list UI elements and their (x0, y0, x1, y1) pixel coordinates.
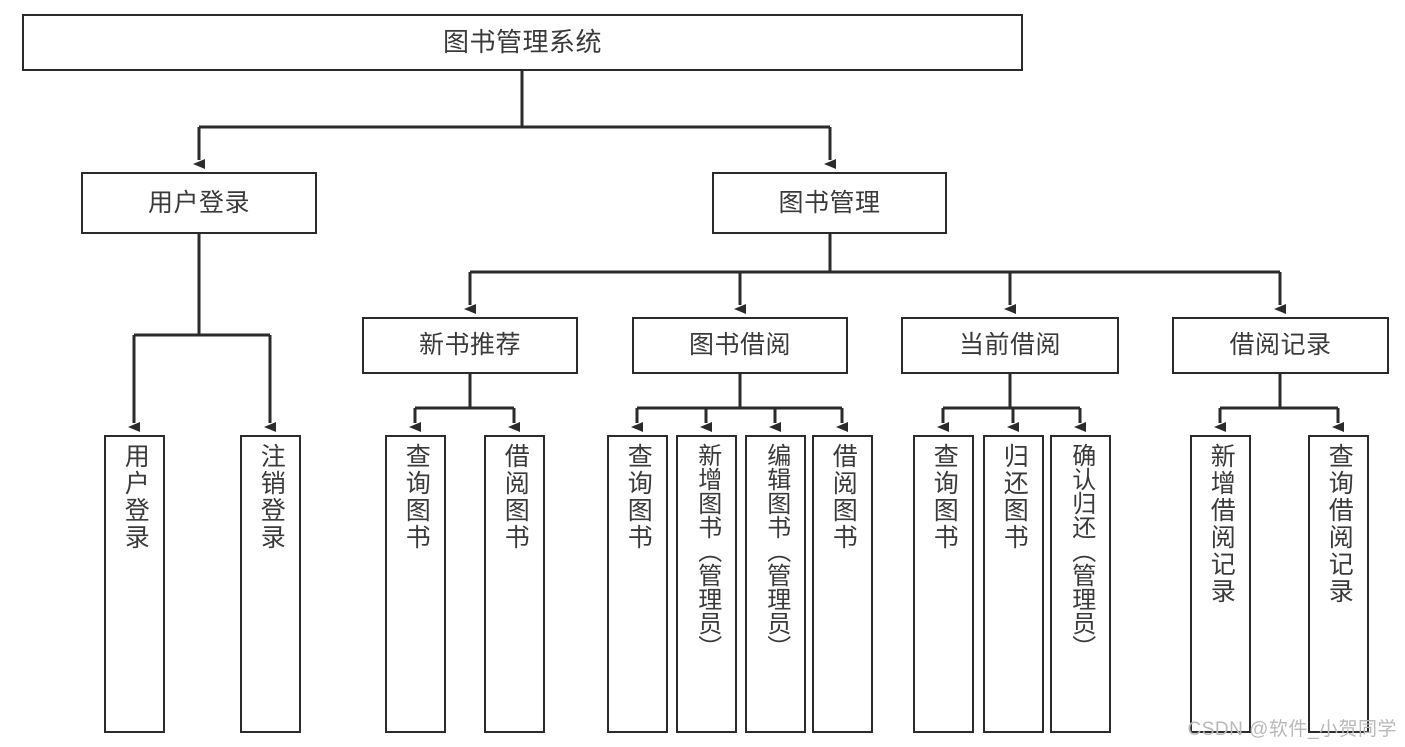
node-leaf-borrow-book-rec[interactable]: 借阅图书 (484, 435, 545, 733)
node-new-book-rec-label: 新书推荐 (418, 331, 521, 359)
node-book-manage-label: 图书管理 (778, 188, 881, 217)
node-leaf-borrow-book-rec-label: 借阅图书 (501, 443, 530, 551)
node-leaf-query-borrow-record-label: 查询借阅记录 (1325, 443, 1354, 605)
node-leaf-query-borrow-record[interactable]: 查询借阅记录 (1308, 435, 1369, 733)
node-leaf-query-book-rec-label: 查询图书 (402, 443, 431, 551)
node-user-login-label: 用户登录 (147, 188, 250, 217)
node-borrow-record[interactable]: 借阅记录 (1172, 317, 1389, 374)
node-leaf-confirm-return-admin[interactable]: 确认归还（管理员） (1050, 435, 1111, 733)
node-leaf-add-book-admin-label: 新增图书（管理员） (693, 443, 721, 659)
node-root[interactable]: 图书管理系统 (22, 14, 1023, 71)
node-leaf-return-book-label: 归还图书 (1000, 443, 1029, 551)
node-current-borrow-label: 当前借阅 (958, 331, 1061, 359)
node-user-login[interactable]: 用户登录 (81, 172, 317, 234)
node-leaf-query-book-rec[interactable]: 查询图书 (385, 435, 446, 733)
node-leaf-borrow-book[interactable]: 借阅图书 (812, 435, 873, 733)
node-leaf-query-book[interactable]: 查询图书 (607, 435, 668, 733)
node-leaf-edit-book-admin[interactable]: 编辑图书（管理员） (745, 435, 806, 733)
node-leaf-user-login-label: 用户登录 (121, 443, 150, 551)
node-leaf-query-book-cur-label: 查询图书 (930, 443, 959, 551)
node-new-book-rec[interactable]: 新书推荐 (362, 317, 578, 374)
node-leaf-query-book-label: 查询图书 (624, 443, 653, 551)
node-book-borrow[interactable]: 图书借阅 (632, 317, 848, 374)
node-leaf-logout-login[interactable]: 注销登录 (240, 435, 301, 733)
node-leaf-logout-login-label: 注销登录 (257, 443, 286, 551)
node-root-label: 图书管理系统 (442, 27, 602, 58)
node-leaf-query-book-cur[interactable]: 查询图书 (913, 435, 974, 733)
node-book-borrow-label: 图书借阅 (688, 331, 791, 359)
node-leaf-add-book-admin[interactable]: 新增图书（管理员） (676, 435, 737, 733)
node-borrow-record-label: 借阅记录 (1229, 331, 1332, 359)
csdn-watermark: CSDN @软件_小贺同学 (1187, 719, 1397, 740)
node-leaf-edit-book-admin-label: 编辑图书（管理员） (762, 443, 790, 659)
node-leaf-user-login[interactable]: 用户登录 (104, 435, 165, 733)
node-leaf-add-borrow-record[interactable]: 新增借阅记录 (1190, 435, 1251, 733)
node-leaf-confirm-return-admin-label: 确认归还（管理员） (1067, 443, 1095, 659)
node-leaf-return-book[interactable]: 归还图书 (983, 435, 1044, 733)
node-current-borrow[interactable]: 当前借阅 (901, 317, 1119, 374)
node-leaf-borrow-book-label: 借阅图书 (829, 443, 858, 551)
node-book-manage[interactable]: 图书管理 (712, 172, 947, 234)
node-leaf-add-borrow-record-label: 新增借阅记录 (1207, 443, 1236, 605)
